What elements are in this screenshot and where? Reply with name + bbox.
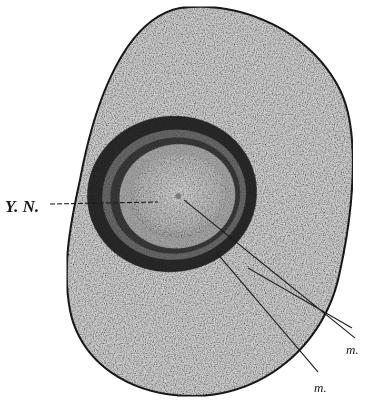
label-m-right: m. (346, 342, 359, 357)
label-yolk-nucleus: Y. N. (5, 197, 39, 216)
label-m-bottom: m. (314, 380, 327, 395)
